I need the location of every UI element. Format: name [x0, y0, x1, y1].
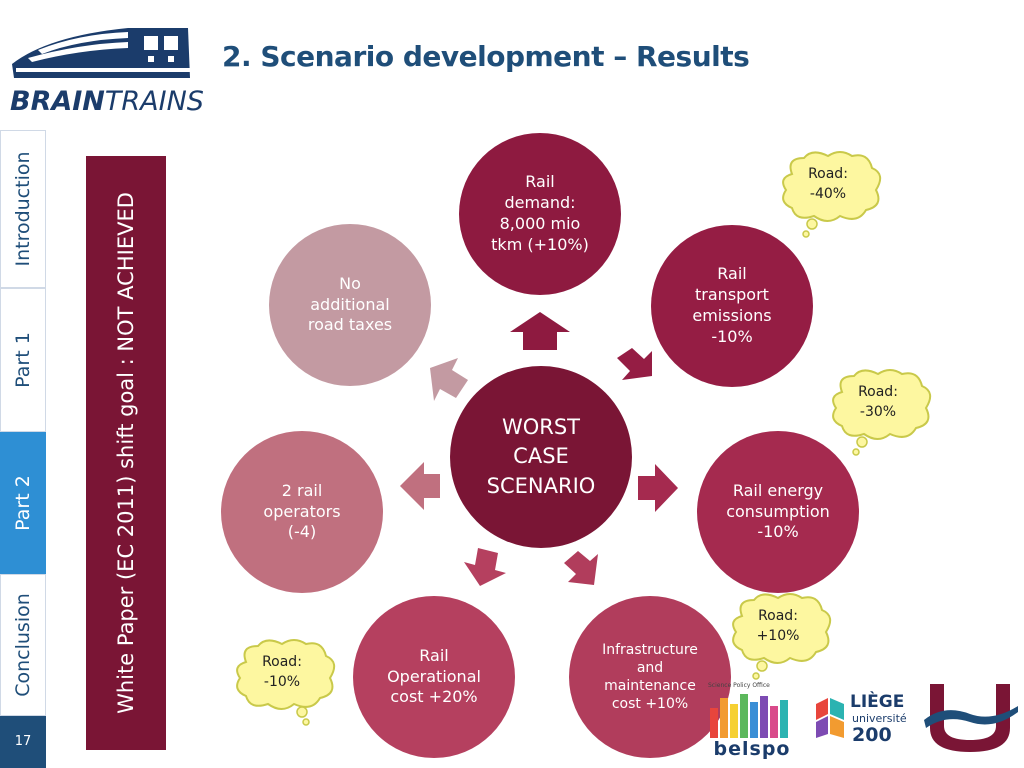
cloud-icon — [236, 639, 336, 726]
node-rail-energy-label: Rail energy consumption -10% — [726, 480, 830, 542]
cloud-icon — [832, 369, 932, 456]
nav-tab-part-2[interactable]: Part 2 — [0, 432, 46, 574]
bubble-road-low: Road: +10% — [728, 592, 840, 680]
nav-tab-conclusion[interactable]: Conclusion — [0, 574, 46, 716]
nav-tab-introduction[interactable]: Introduction — [0, 130, 46, 288]
node-rail-operators: 2 rail operators (-4) — [221, 431, 383, 593]
brand-thin: TRAINS — [104, 86, 204, 117]
liege-emblem-icon — [816, 698, 844, 738]
node-rail-emissions: Rail transport emissions -10% — [651, 225, 813, 387]
arrow-to-operators — [400, 462, 440, 510]
university-u-logo — [924, 684, 1018, 752]
node-road-taxes-label: No additional road taxes — [307, 273, 393, 335]
liege-universite: université — [852, 712, 907, 725]
bubble-road-left-text: Road: -10% — [262, 654, 302, 691]
node-rail-emissions-label: Rail transport emissions -10% — [692, 264, 772, 346]
node-infrastructure: Infrastructure and maintenance cost +10% — [569, 596, 731, 758]
node-rail-demand-label: Rail demand: 8,000 mio tkm (+10%) — [491, 172, 589, 254]
nav-tab-part-1[interactable]: Part 1 — [0, 288, 46, 432]
center-node: WORST CASE SCENARIO — [450, 366, 632, 548]
arrow-to-energy — [638, 464, 678, 512]
arrow-to-demand — [510, 312, 570, 350]
node-infrastructure-label: Infrastructure and maintenance cost +10% — [602, 641, 698, 713]
node-operational-cost: Rail Operational cost +20% — [353, 596, 515, 758]
goal-banner — [86, 156, 166, 750]
liege-university-logo: LIÈGE université 200 — [812, 690, 916, 750]
liege-name: LIÈGE — [850, 692, 905, 712]
belspo-tagline: Science Policy Office — [708, 682, 770, 689]
node-operational-cost-label: Rail Operational cost +20% — [387, 645, 481, 707]
bubble-road-mid: Road: -30% — [828, 368, 940, 456]
belspo-bars-icon — [710, 694, 788, 738]
brand-bold: BRAIN — [10, 86, 105, 117]
page-title: 2. Scenario development – Results — [222, 40, 750, 73]
arrow-to-infra — [564, 551, 598, 585]
center-node-label: WORST CASE SCENARIO — [486, 414, 596, 498]
node-rail-energy: Rail energy consumption -10% — [697, 431, 859, 593]
arrow-to-emissions — [617, 348, 652, 380]
node-road-taxes: No additional road taxes — [269, 224, 431, 386]
braintrains-logo — [12, 28, 192, 78]
liege-200: 200 — [852, 724, 892, 746]
bubble-road-top-text: Road: -40% — [808, 166, 848, 203]
belspo-logo: Science Policy Office belspo — [708, 682, 796, 760]
brand-wordmark: BRAINTRAINS — [10, 86, 204, 117]
arrow-to-opcost — [464, 548, 506, 586]
bubble-road-mid-text: Road: -30% — [858, 384, 898, 421]
node-rail-demand: Rail demand: 8,000 mio tkm (+10%) — [459, 133, 621, 295]
bubble-road-left: Road: -10% — [232, 638, 344, 726]
page-number: 17 — [0, 716, 46, 768]
bubble-road-top: Road: -40% — [778, 150, 890, 238]
cloud-icon — [782, 151, 882, 238]
arrow-to-taxes — [430, 358, 468, 401]
belspo-wordmark: belspo — [713, 738, 791, 760]
bubble-road-low-text: Road: +10% — [756, 608, 800, 645]
node-rail-operators-label: 2 rail operators (-4) — [263, 480, 341, 542]
cloud-icon — [732, 593, 832, 680]
